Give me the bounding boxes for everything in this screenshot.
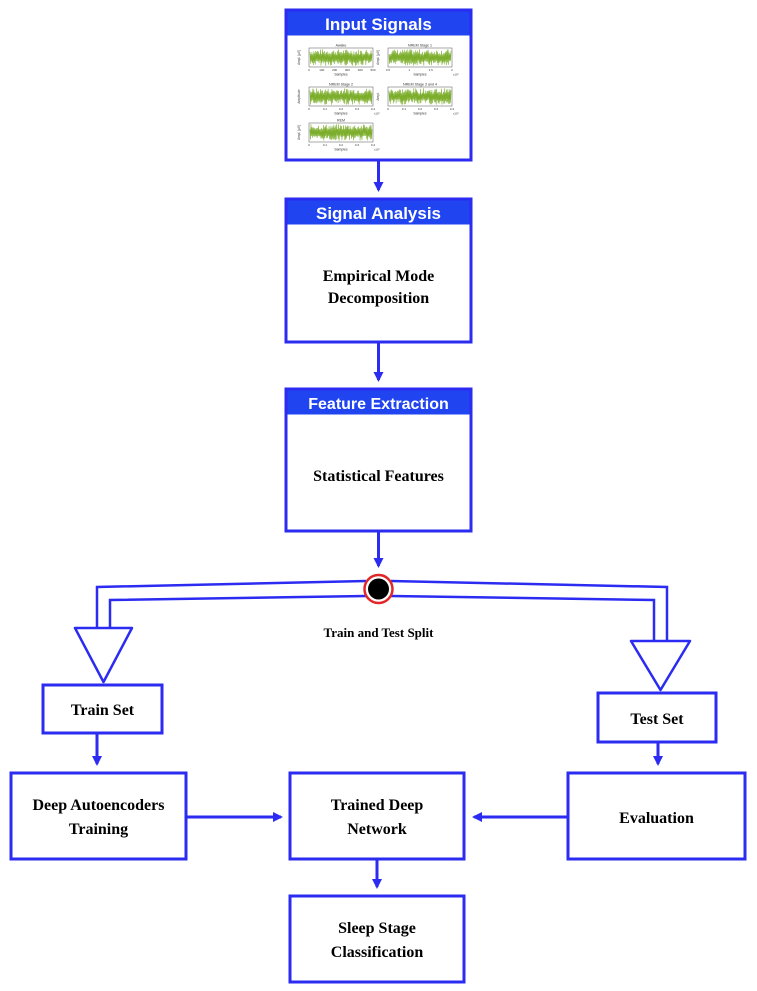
- signal-plot-xtick: 0.4: [371, 107, 376, 111]
- signal-waveform: [309, 88, 373, 105]
- signal-plot-ylabel: Ampl. [µV]: [297, 125, 301, 140]
- signal-plot-xtick: 400: [358, 68, 363, 72]
- signal-plot-ylabel: Ampl. [µV]: [376, 50, 380, 65]
- signal-plot-xtick: 0.3: [355, 143, 360, 147]
- evaluation-label: Evaluation: [619, 810, 694, 827]
- signal-plot-xtick: 0.1: [323, 143, 328, 147]
- signal-plot-xtick: 0.3: [434, 107, 439, 111]
- split-arrow-right: [390, 579, 692, 692]
- test-set-label: Test Set: [630, 711, 684, 728]
- signal-plot-xtick: 500: [370, 68, 375, 72]
- signal-plot-xlabel: Samples: [334, 73, 347, 77]
- signal-waveform: [388, 49, 452, 66]
- split-arrow-left: [73, 579, 367, 684]
- signal-waveform: [309, 124, 373, 141]
- signal-plot-xtick: 2: [451, 68, 453, 72]
- train-set-label: Train Set: [71, 702, 135, 719]
- signal-plot-xtick: 1: [408, 68, 410, 72]
- training-line2: Training: [69, 821, 128, 838]
- trained-network-box: Trained Deep Network: [288, 771, 466, 861]
- feature-extraction-box: Feature Extraction Statistical Features: [284, 387, 473, 533]
- signal-plot-xtick: 0: [308, 107, 310, 111]
- signal-plot-xtick: 0: [387, 107, 389, 111]
- feature-extraction-header: [287, 390, 470, 415]
- train-set-box: Train Set: [41, 683, 164, 735]
- test-set-box: Test Set: [596, 691, 718, 744]
- classification-line2: Classification: [331, 944, 424, 961]
- signal-plot: NREM Stage 2 Amplitude 0 0.1 0.2 0.3 0.4Sample…: [297, 83, 381, 116]
- signal-plot-xlabel: Samples: [334, 112, 347, 116]
- signal-plot-xlabel: Samples: [334, 148, 347, 152]
- input-signals-title: Input Signals: [325, 15, 432, 34]
- signal-analysis-box: Signal Analysis Empirical Mode Decomposi…: [284, 197, 473, 344]
- classification-box: Sleep Stage Classification: [288, 894, 466, 984]
- feature-extraction-line1: Statistical Features: [313, 468, 444, 485]
- evaluation-box: Evaluation: [566, 771, 747, 861]
- signal-plot-xtick: 0.2: [339, 107, 344, 111]
- signal-plot-xtick: 0.4: [371, 143, 376, 147]
- signal-plot-xtick: 0: [308, 68, 310, 72]
- signal-plot-ylabel: Ampl. [µV]: [297, 50, 301, 65]
- split-node: [363, 573, 394, 605]
- signal-waveform: [309, 49, 373, 66]
- training-line1: Deep Autoencoders: [33, 797, 165, 814]
- signal-plot-title: Awake: [336, 44, 347, 48]
- signal-plot-scale: x10⁴: [453, 73, 460, 77]
- signal-analysis-title: Signal Analysis: [316, 204, 441, 223]
- input-signals-header: [287, 11, 470, 36]
- signal-plot-xlabel: Samples: [413, 112, 426, 116]
- signal-waveform: [388, 88, 452, 105]
- signal-plot-scale: x10⁴: [374, 112, 381, 116]
- signal-plot-title: NREM Stage 1: [408, 44, 432, 48]
- signal-plot-title: NREM Stage 2: [329, 83, 353, 87]
- signal-plot-xtick: 0: [308, 143, 310, 147]
- signal-plot-xtick: 0.4: [450, 107, 455, 111]
- signal-plot: NREM Stage 3 and 4 Ampl. 0 0.1 0.2 0.3 0.4Samp…: [376, 83, 460, 116]
- signal-plot-xtick: 200: [332, 68, 337, 72]
- signal-plot-xtick: 0.1: [323, 107, 328, 111]
- signal-plot-xtick: 0.2: [418, 107, 423, 111]
- signal-analysis-header: [287, 200, 470, 225]
- training-box: Deep Autoencoders Training: [9, 771, 188, 861]
- signal-plot-xtick: 300: [345, 68, 350, 72]
- trained-network-line1: Trained Deep: [331, 797, 424, 814]
- signal-analysis-line1: Empirical Mode: [323, 268, 435, 285]
- signal-plot-ylabel: Amplitude: [297, 89, 301, 103]
- signal-plot-xtick: 0.5: [386, 68, 391, 72]
- signal-plot-title: REM: [337, 119, 345, 123]
- signal-analysis-line2: Decomposition: [328, 290, 429, 307]
- signal-plot-title: NREM Stage 3 and 4: [403, 83, 437, 87]
- signal-plot-ylabel: Ampl.: [376, 92, 380, 100]
- signal-plot-xtick: 0.1: [402, 107, 407, 111]
- split-label: Train and Test Split: [324, 625, 435, 640]
- signal-plot-scale: x10⁴: [374, 148, 381, 152]
- signal-plot-xtick: 0.3: [355, 107, 360, 111]
- classification-line1: Sleep Stage: [338, 920, 416, 937]
- signal-plot-xtick: 0.2: [339, 143, 344, 147]
- signal-plot-scale: x10⁴: [453, 112, 460, 116]
- trained-network-line2: Network: [347, 821, 407, 838]
- signal-plot-xtick: 1.5: [429, 68, 434, 72]
- feature-extraction-title: Feature Extraction: [308, 396, 448, 413]
- signal-plot-xtick: 100: [319, 68, 324, 72]
- signal-plot-xlabel: Samples: [413, 73, 426, 77]
